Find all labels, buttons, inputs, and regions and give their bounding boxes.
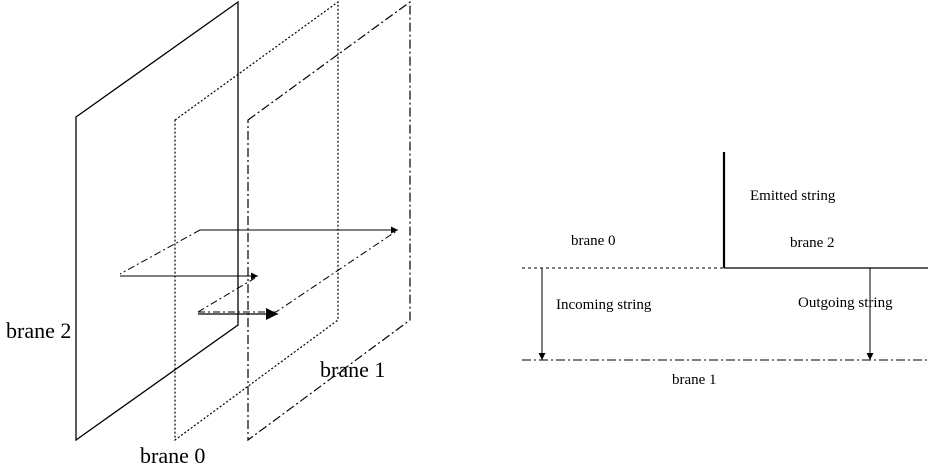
brane-1-plane [247, 0, 411, 442]
left-diagram: brane 2 brane 1 brane 0 [6, 0, 411, 468]
string-sheet-bottom-edge [198, 229, 399, 313]
brane-2-label: brane 2 [6, 318, 71, 343]
brane-2-label: brane 2 [790, 235, 835, 251]
brane-0-plane [174, 0, 339, 442]
emitted-string-label: Emitted string [750, 188, 836, 204]
outgoing-string-label: Outgoing string [798, 295, 893, 311]
brane-0-label: brane 0 [140, 443, 205, 468]
brane-1-label: brane 1 [320, 357, 385, 382]
string-sheet-inner-edge [197, 277, 256, 313]
brane-2-plane [75, 0, 239, 442]
right-diagram: Emitted string brane 0 brane 2 Incoming … [522, 152, 928, 388]
incoming-string-label: Incoming string [556, 297, 652, 313]
brane-1-label: brane 1 [672, 372, 717, 388]
brane-0-label: brane 0 [571, 233, 616, 249]
string-sheet-left-edge [119, 229, 201, 275]
